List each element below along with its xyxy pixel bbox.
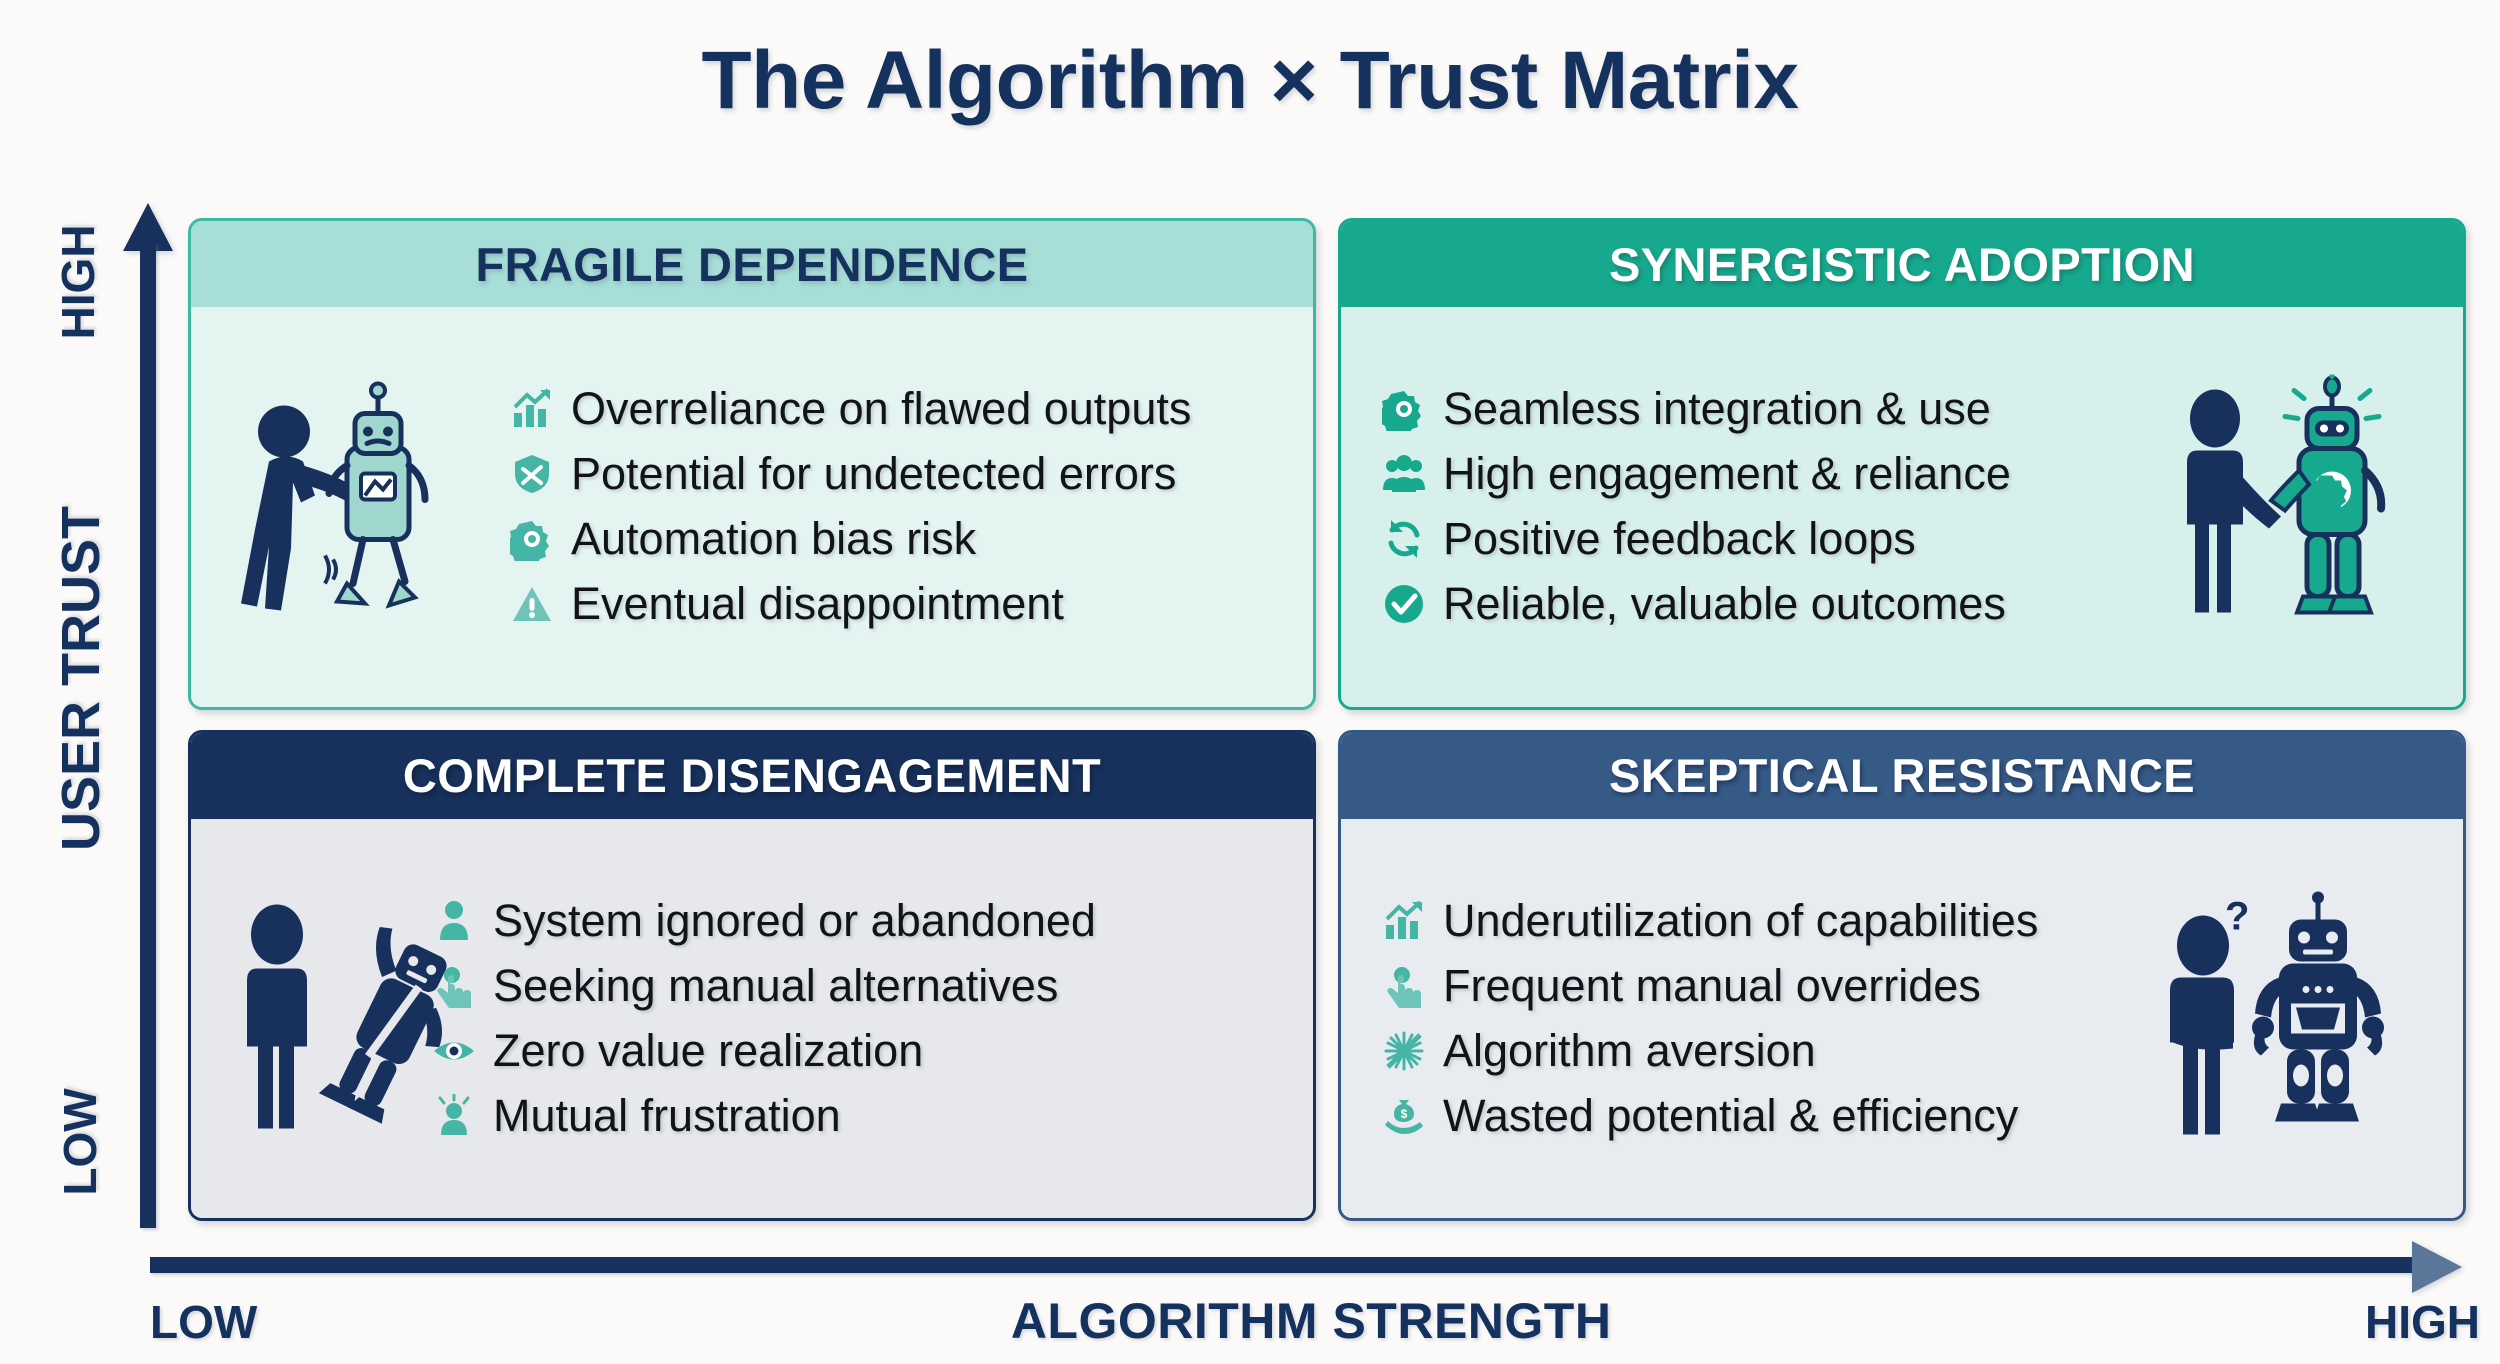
x-axis-title: ALGORITHM STRENGTH [1010,1293,1612,1349]
list-item-label: Eventual disappointment [571,578,1064,630]
quadrant-title-fragile-dependence: FRAGILE DEPENDENCE [191,221,1313,307]
refresh-cycle-icon [1381,516,1427,562]
y-axis-low-label: LOW [54,1088,106,1196]
people-group-icon [1381,451,1427,497]
quadrant-body-complete-disengagement: System ignored or abandoned Seeking manu… [191,818,1313,1218]
quadrant-title-skeptical-resistance: SKEPTICAL RESISTANCE [1341,732,2463,819]
list-item: $ Wasted potential & efficiency [1381,1090,2038,1142]
svg-text:?: ? [2225,895,2249,939]
quadrant-body-synergistic-adoption: Seamless integration & use High engageme… [1341,307,2463,707]
check-circle-icon [1381,581,1427,627]
quadrant-title-synergistic-adoption: SYNERGISTIC ADOPTION [1341,221,2463,307]
quadrant-title-complete-disengagement: COMPLETE DISENGAGEMENT [191,732,1313,819]
list-item-label: Positive feedback loops [1443,513,1916,565]
money-hand-icon: $ [1381,1093,1427,1139]
list-item: Underutilization of capabilities [1381,895,2038,947]
list-item: Frequent manual overrides [1381,960,2038,1012]
bullet-list-complete-disengagement: System ignored or abandoned Seeking manu… [431,895,1096,1142]
x-axis [150,1241,2470,1305]
quadrant-synergistic-adoption[interactable]: SYNERGISTIC ADOPTION Seamless integratio… [1338,218,2466,710]
list-item-label: Overreliance on flawed outputs [571,383,1192,435]
list-item-label: Seeking manual alternatives [493,959,1059,1011]
quadrant-skeptical-resistance[interactable]: SKEPTICAL RESISTANCE Underutilization of… [1338,729,2466,1221]
list-item: Reliable, valuable outcomes [1381,578,2011,630]
bullet-list-fragile-dependence: Overreliance on flawed outputs Potential… [509,383,1191,630]
list-item: Eventual disappointment [509,578,1191,630]
person-icon [431,898,477,944]
list-item-label: Mutual frustration [493,1089,841,1141]
quadrant-body-fragile-dependence: Overreliance on flawed outputs Potential… [191,307,1313,707]
list-item: Seamless integration & use [1381,383,2011,435]
list-item: Overreliance on flawed outputs [509,383,1191,435]
list-item-label: Frequent manual overrides [1443,959,1981,1011]
y-axis: HIGH USER TRUST LOW [22,195,173,1228]
tap-hand-icon [431,963,477,1009]
bullet-list-synergistic-adoption: Seamless integration & use High engageme… [1381,383,2011,630]
list-item-label: Zero value realization [493,1024,924,1076]
quadrant-complete-disengagement[interactable]: COMPLETE DISENGAGEMENT [188,729,1316,1221]
list-item: Positive feedback loops [1381,513,2011,565]
list-item: System ignored or abandoned [431,895,1096,947]
list-item-label: Underutilization of capabilities [1443,894,2039,946]
list-item: Potential for undetected errors [509,448,1191,500]
list-item-label: System ignored or abandoned [493,894,1096,946]
x-axis-low-label: LOW [150,1296,258,1348]
bullet-list-skeptical-resistance: Underutilization of capabilities Frequen… [1381,895,2038,1142]
list-item-label: High engagement & reliance [1443,448,2011,500]
arrow-right-icon [2412,1241,2462,1293]
gear-icon [1381,386,1427,432]
list-item: Seeking manual alternatives [431,960,1096,1012]
list-item: Algorithm aversion [1381,1025,2038,1077]
list-item-label: Algorithm aversion [1443,1024,1816,1076]
broken-check-icon [509,451,555,497]
page-title: The Algorithm × Trust Matrix [701,35,1799,126]
list-item: High engagement & reliance [1381,448,2011,500]
x-axis-line [150,1257,2420,1273]
list-item-label: Reliable, valuable outcomes [1443,578,2006,630]
svg-text:$: $ [1401,1107,1408,1121]
tap-hand-icon [1381,963,1427,1009]
quadrant-fragile-dependence[interactable]: FRAGILE DEPENDENCE [188,218,1316,710]
y-axis-line [140,243,156,1228]
list-item: Zero value realization [431,1025,1096,1077]
quadrant-body-skeptical-resistance: Underutilization of capabilities Frequen… [1341,818,2463,1218]
list-item-label: Seamless integration & use [1443,383,1991,435]
crossed-out-network-icon [1381,1028,1427,1074]
eye-icon [431,1028,477,1074]
chart-up-icon [1381,898,1427,944]
matrix-grid: FRAGILE DEPENDENCE [188,218,2466,1221]
skeptical-person-robot-illustration: ? [2151,886,2421,1151]
list-item: Automation bias risk [509,513,1191,565]
warning-triangle-icon [509,581,555,627]
list-item-label: Automation bias risk [571,513,977,565]
frustrated-person-icon [431,1093,477,1139]
list-item: Mutual frustration [431,1090,1096,1142]
y-axis-high-label: HIGH [52,224,104,340]
y-axis-title: USER TRUST [51,505,111,851]
list-item-label: Potential for undetected errors [571,448,1177,500]
x-axis-high-label: HIGH [2365,1296,2480,1348]
x-axis-labels: LOW ALGORITHM STRENGTH HIGH [150,1292,2480,1350]
gear-icon [509,516,555,562]
person-handshake-robot-illustration [2171,365,2421,639]
list-item-label: Wasted potential & efficiency [1443,1089,2019,1141]
chart-up-icon [509,386,555,432]
person-pushing-robot-illustration [229,369,499,644]
